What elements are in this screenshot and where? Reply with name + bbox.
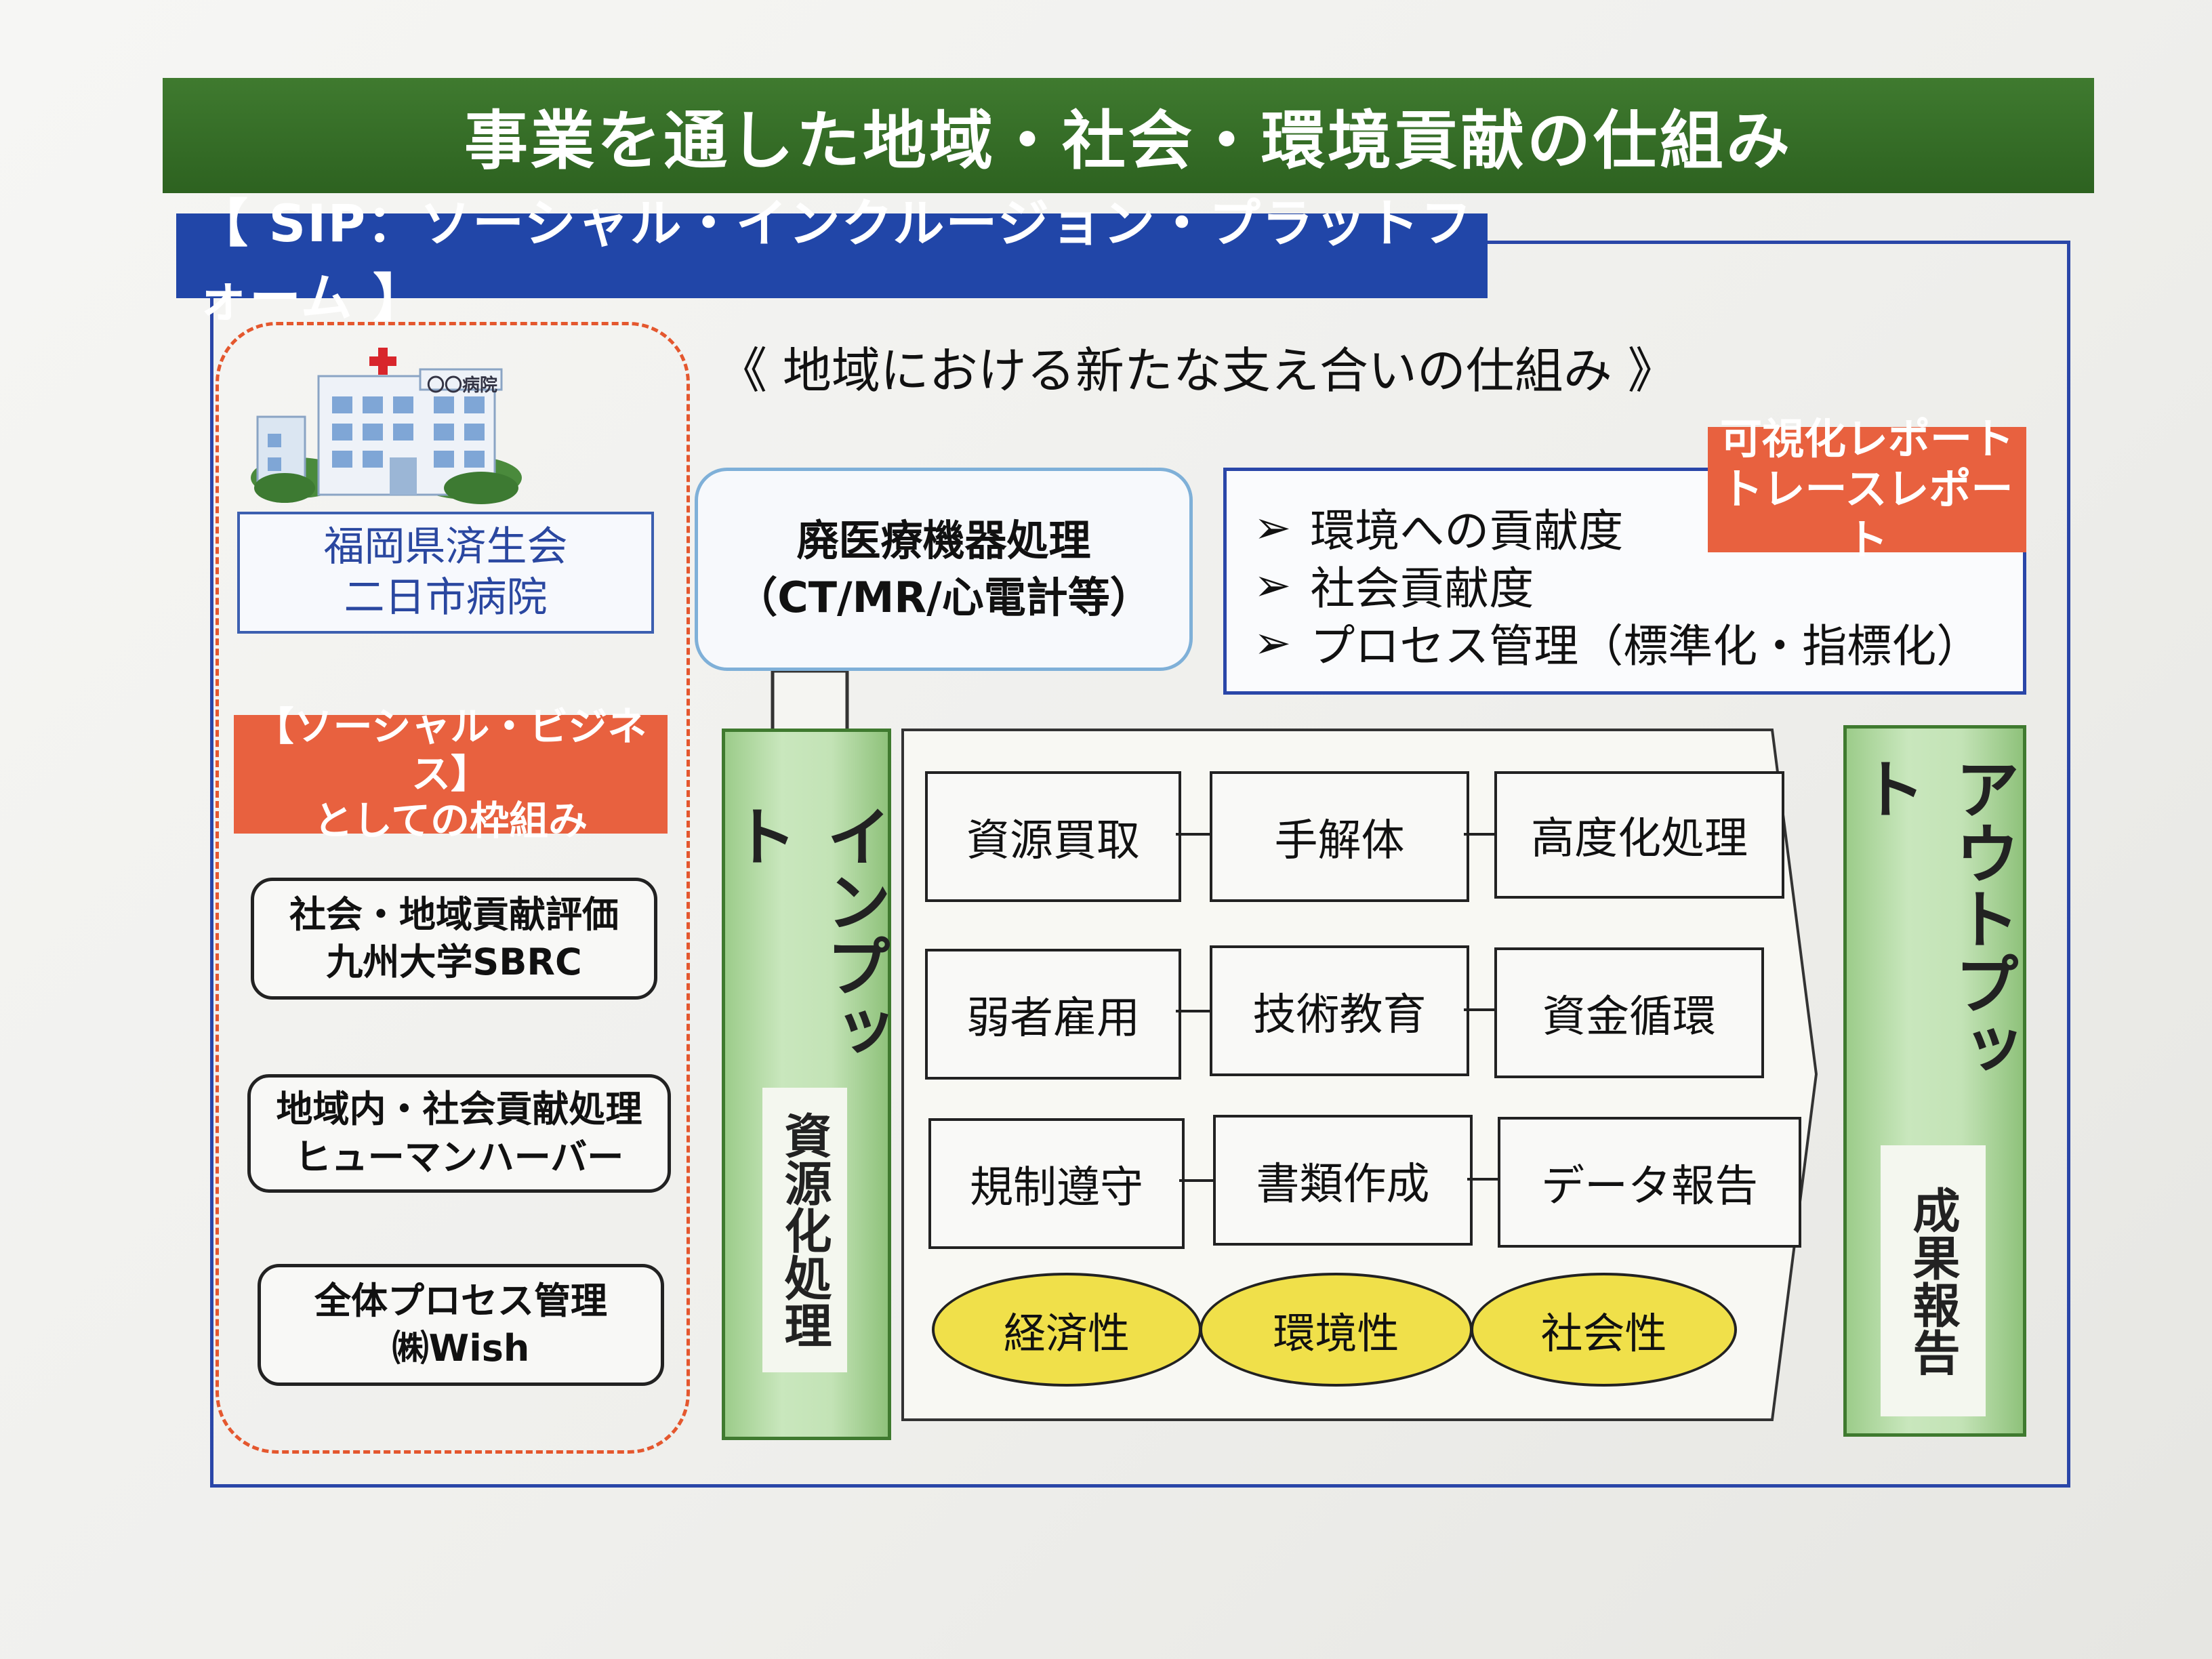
social-business-panel xyxy=(216,322,690,1454)
bullet-arrow-icon: ➢ xyxy=(1254,501,1292,554)
partner-line1: 社会・地域貢献評価 xyxy=(289,893,619,936)
social-business-line2: としての枠組み xyxy=(313,798,588,844)
output-sublabel: 成果報告 xyxy=(1881,1145,1986,1416)
disposal-line1: 廃医療機器処理 xyxy=(796,516,1091,566)
report-bullet-text: プロセス管理（標準化・指標化） xyxy=(1310,620,1982,672)
medical-equipment-disposal-box: 廃医療機器処理 （CT/MR/心電計等） xyxy=(695,468,1193,671)
sip-header: 【 SIP：ソーシャル・インクルージョン・プラットフォーム 】 xyxy=(176,193,1488,328)
partner-box-wish: 全体プロセス管理 ㈱Wish xyxy=(258,1264,664,1386)
partner-line2: ㈱Wish xyxy=(392,1327,530,1370)
process-box: 資源買取 xyxy=(925,771,1181,902)
process-box: 技術教育 xyxy=(1210,945,1469,1076)
hospital-building-icon xyxy=(251,348,522,504)
input-sublabel: 資源化処理 xyxy=(762,1088,847,1372)
value-ellipse: 社会性 xyxy=(1471,1273,1737,1387)
process-box: 高度化処理 xyxy=(1494,771,1784,899)
process-connector xyxy=(1464,833,1494,836)
report-bullet-text: 環境への貢献度 xyxy=(1310,505,1624,557)
section-subtitle: 《 地域における新たな支え合いの仕組み 》 xyxy=(718,342,1677,399)
input-label: インプット xyxy=(721,803,891,1063)
report-bullet: ➢ 社会貢献度 xyxy=(1254,552,1534,617)
process-connector xyxy=(1179,1179,1213,1182)
process-connector xyxy=(1176,833,1210,836)
report-tag-line1: 可視化レポート xyxy=(1719,413,2014,464)
process-box: 手解体 xyxy=(1210,771,1469,902)
hospital-sign: 〇〇病院 xyxy=(427,375,498,396)
disposal-line2: （CT/MR/心電計等） xyxy=(735,573,1152,622)
report-tag-line2: トレースレポート xyxy=(1721,464,2013,565)
social-business-line1: 【ソーシャル・ビジネス】 xyxy=(254,703,647,797)
value-ellipse: 経済性 xyxy=(932,1273,1202,1387)
partner-line2: 九州大学SBRC xyxy=(326,941,582,983)
output-label: アウトプット xyxy=(1849,756,2020,1081)
hospital-name-line2: 二日市病院 xyxy=(344,574,548,621)
partner-line2: ヒューマンハーバー xyxy=(294,1135,624,1179)
report-bullet: ➢ プロセス管理（標準化・指標化） xyxy=(1254,610,1981,675)
partner-line1: 地域内・社会貢献処理 xyxy=(276,1088,642,1131)
process-connector xyxy=(1467,1178,1498,1181)
process-box: 規制遵守 xyxy=(928,1118,1185,1249)
process-connector xyxy=(1176,1010,1210,1012)
process-box: 書類作成 xyxy=(1213,1115,1473,1246)
bullet-arrow-icon: ➢ xyxy=(1254,616,1292,669)
report-bullet-text: 社会貢献度 xyxy=(1310,562,1534,615)
red-cross-icon xyxy=(369,348,396,375)
hospital-name-box: 福岡県済生会 二日市病院 xyxy=(237,512,654,634)
process-box: 資金循環 xyxy=(1494,947,1764,1078)
social-business-label: 【ソーシャル・ビジネス】 としての枠組み xyxy=(234,703,668,844)
partner-box-humanharbor: 地域内・社会貢献処理 ヒューマンハーバー xyxy=(247,1074,671,1193)
hospital-name-line1: 福岡県済生会 xyxy=(323,523,568,571)
process-connector xyxy=(1464,1008,1494,1011)
value-ellipse: 環境性 xyxy=(1200,1273,1473,1387)
page-title: 事業を通した地域・社会・環境貢献の仕組み xyxy=(163,78,2094,193)
visualization-report-tag: 可視化レポート トレースレポート xyxy=(1708,414,2026,565)
process-box: データ報告 xyxy=(1498,1117,1801,1248)
bullet-arrow-icon: ➢ xyxy=(1254,558,1292,611)
report-bullet: ➢ 環境への貢献度 xyxy=(1254,495,1623,560)
process-box: 弱者雇用 xyxy=(925,949,1181,1080)
partner-line1: 全体プロセス管理 xyxy=(314,1279,607,1322)
partner-box-sbrc: 社会・地域貢献評価 九州大学SBRC xyxy=(251,878,657,1000)
